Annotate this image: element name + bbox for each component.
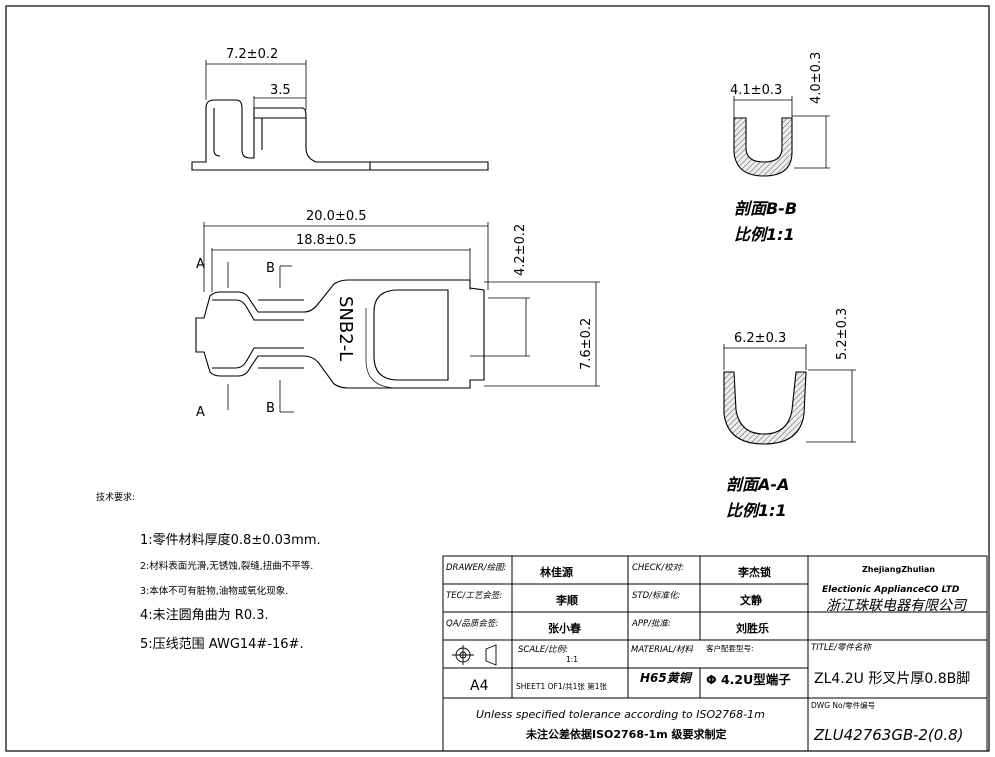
sheet-size: A4 bbox=[470, 678, 489, 694]
title-block-grid bbox=[442, 555, 988, 752]
std-value: 文静 bbox=[740, 593, 762, 607]
dim-len-overall: 20.0±0.5 bbox=[306, 209, 367, 224]
tec-value: 李顺 bbox=[555, 593, 578, 607]
drawer-value: 林佳源 bbox=[540, 565, 573, 579]
projection-symbol-icon bbox=[452, 644, 497, 666]
tolerance-en: Unless specified tolerance according to … bbox=[476, 708, 765, 721]
tolerance-cn: 未注公差依据ISO2768-1m 级要求制定 bbox=[525, 727, 727, 741]
scale-label: SCALE/比例: bbox=[518, 644, 568, 655]
qa-value: 张小春 bbox=[548, 621, 582, 635]
client-value: Φ 4.2U型端子 bbox=[706, 672, 791, 687]
client-label: 客户配套型号: bbox=[706, 643, 754, 653]
dim-bb-width: 4.1±0.3 bbox=[730, 83, 782, 98]
app-label: APP/批准: bbox=[631, 618, 671, 629]
qa-label: QA/品质会签: bbox=[446, 618, 498, 629]
dim-len-inner: 18.8±0.5 bbox=[296, 233, 357, 248]
material-label: MATERIAL/材料 bbox=[631, 644, 693, 655]
part-mark: SNB2-L bbox=[335, 296, 356, 361]
note-item-5: 5:压线范围 AWG14#-16#. bbox=[140, 637, 304, 652]
check-value: 李杰锁 bbox=[737, 565, 771, 579]
plan-view bbox=[195, 279, 485, 389]
check-label: CHECK/校对: bbox=[632, 562, 684, 573]
dim-aa-width: 6.2±0.3 bbox=[734, 331, 786, 346]
title-label: TITLE/零件名称 bbox=[811, 642, 872, 653]
dim-aa-height: 5.2±0.3 bbox=[835, 308, 850, 360]
notes-heading: 技术要求: bbox=[96, 491, 135, 503]
dwg-label: DWG No/零件编号 bbox=[811, 700, 875, 710]
app-value: 刘胜乐 bbox=[736, 621, 769, 635]
dwg-value: ZLU42763GB-2(0.8) bbox=[813, 726, 964, 744]
section-aa bbox=[723, 344, 856, 445]
note-item-1: 1:零件材料厚度0.8±0.03mm. bbox=[140, 532, 321, 548]
side-view-dims bbox=[205, 60, 307, 110]
plan-dims bbox=[203, 222, 600, 413]
dim-width-right: 7.6±0.2 bbox=[579, 318, 594, 370]
section-bb-scale: 比例1:1 bbox=[734, 225, 795, 244]
section-bb bbox=[733, 96, 830, 177]
title-value: ZL4.2U 形叉片厚0.8B脚 bbox=[814, 671, 970, 687]
company-cn: 浙江珠联电器有限公司 bbox=[826, 598, 968, 614]
sheet-label: SHEET1 OF1/共1张 第1张 bbox=[516, 681, 608, 691]
dim-top-inner: 3.5 bbox=[270, 83, 291, 98]
note-item-2: 2:材料表面光滑,无锈蚀,裂缝,扭曲不平等. bbox=[140, 560, 313, 572]
dim-width-right-small: 4.2±0.2 bbox=[513, 224, 528, 276]
section-bb-title: 剖面B-B bbox=[734, 199, 797, 218]
section-aa-scale: 比例1:1 bbox=[726, 501, 787, 520]
std-label: STD/标准化: bbox=[632, 590, 680, 601]
section-mark-a-top: A bbox=[196, 257, 205, 272]
company-en-1: ZhejiangZhulian bbox=[862, 565, 935, 574]
note-item-3: 3:本体不可有脏物,油物或氧化现象. bbox=[140, 585, 288, 597]
tec-label: TEC/工艺会签: bbox=[446, 590, 502, 601]
section-aa-title: 剖面A-A bbox=[726, 475, 789, 494]
note-item-4: 4:未注圆角曲为 R0.3. bbox=[140, 608, 269, 623]
section-mark-b-bottom: B bbox=[266, 401, 275, 416]
dim-bb-height: 4.0±0.3 bbox=[809, 52, 824, 104]
material-value: H65黄铜 bbox=[640, 671, 693, 685]
section-mark-a-bottom: A bbox=[196, 405, 205, 420]
drawer-label: DRAWER/绘图: bbox=[446, 562, 507, 573]
side-view bbox=[191, 99, 489, 171]
company-en-2: Electionic ApplianceCO LTD bbox=[822, 585, 960, 595]
section-mark-b-top: B bbox=[266, 261, 275, 276]
dim-top-width: 7.2±0.2 bbox=[226, 47, 278, 62]
scale-value: 1:1 bbox=[566, 655, 578, 664]
